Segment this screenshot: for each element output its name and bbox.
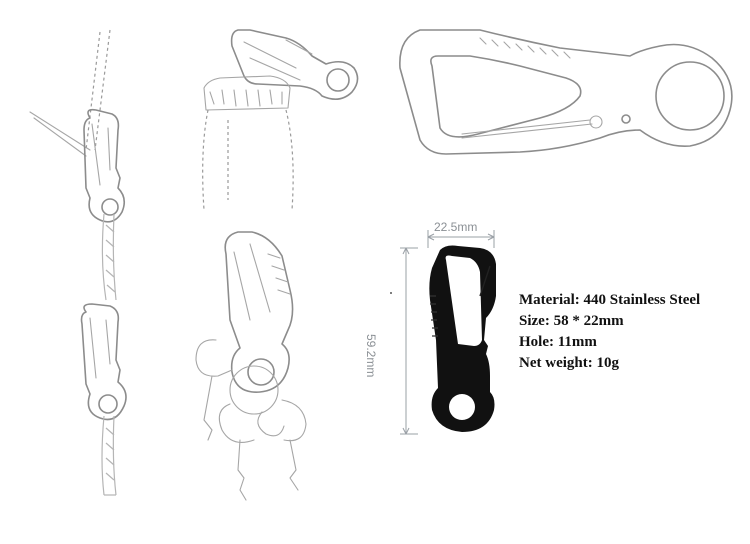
sketch-large-outline	[399, 29, 733, 155]
sketch-keychain	[195, 231, 307, 501]
spec-net-weight: Net weight: 10g	[519, 355, 619, 371]
sketch-hanging-rope	[29, 29, 127, 496]
sketch-bottle-opener	[202, 29, 359, 211]
spec-list: Material: 440 Stainless Steel Size: 58 *…	[519, 290, 700, 374]
height-dimension-label: 59.2mm	[364, 334, 378, 378]
spec-hole: Hole: 11mm	[519, 334, 597, 350]
spec-material: Material: 440 Stainless Steel	[519, 292, 701, 308]
width-dimension-label: 22.5mm	[434, 220, 478, 234]
dot-mark	[390, 292, 392, 294]
dimension-lines	[400, 230, 495, 435]
product-photo	[429, 245, 496, 432]
spec-size: Size: 58 * 22mm	[519, 313, 624, 329]
